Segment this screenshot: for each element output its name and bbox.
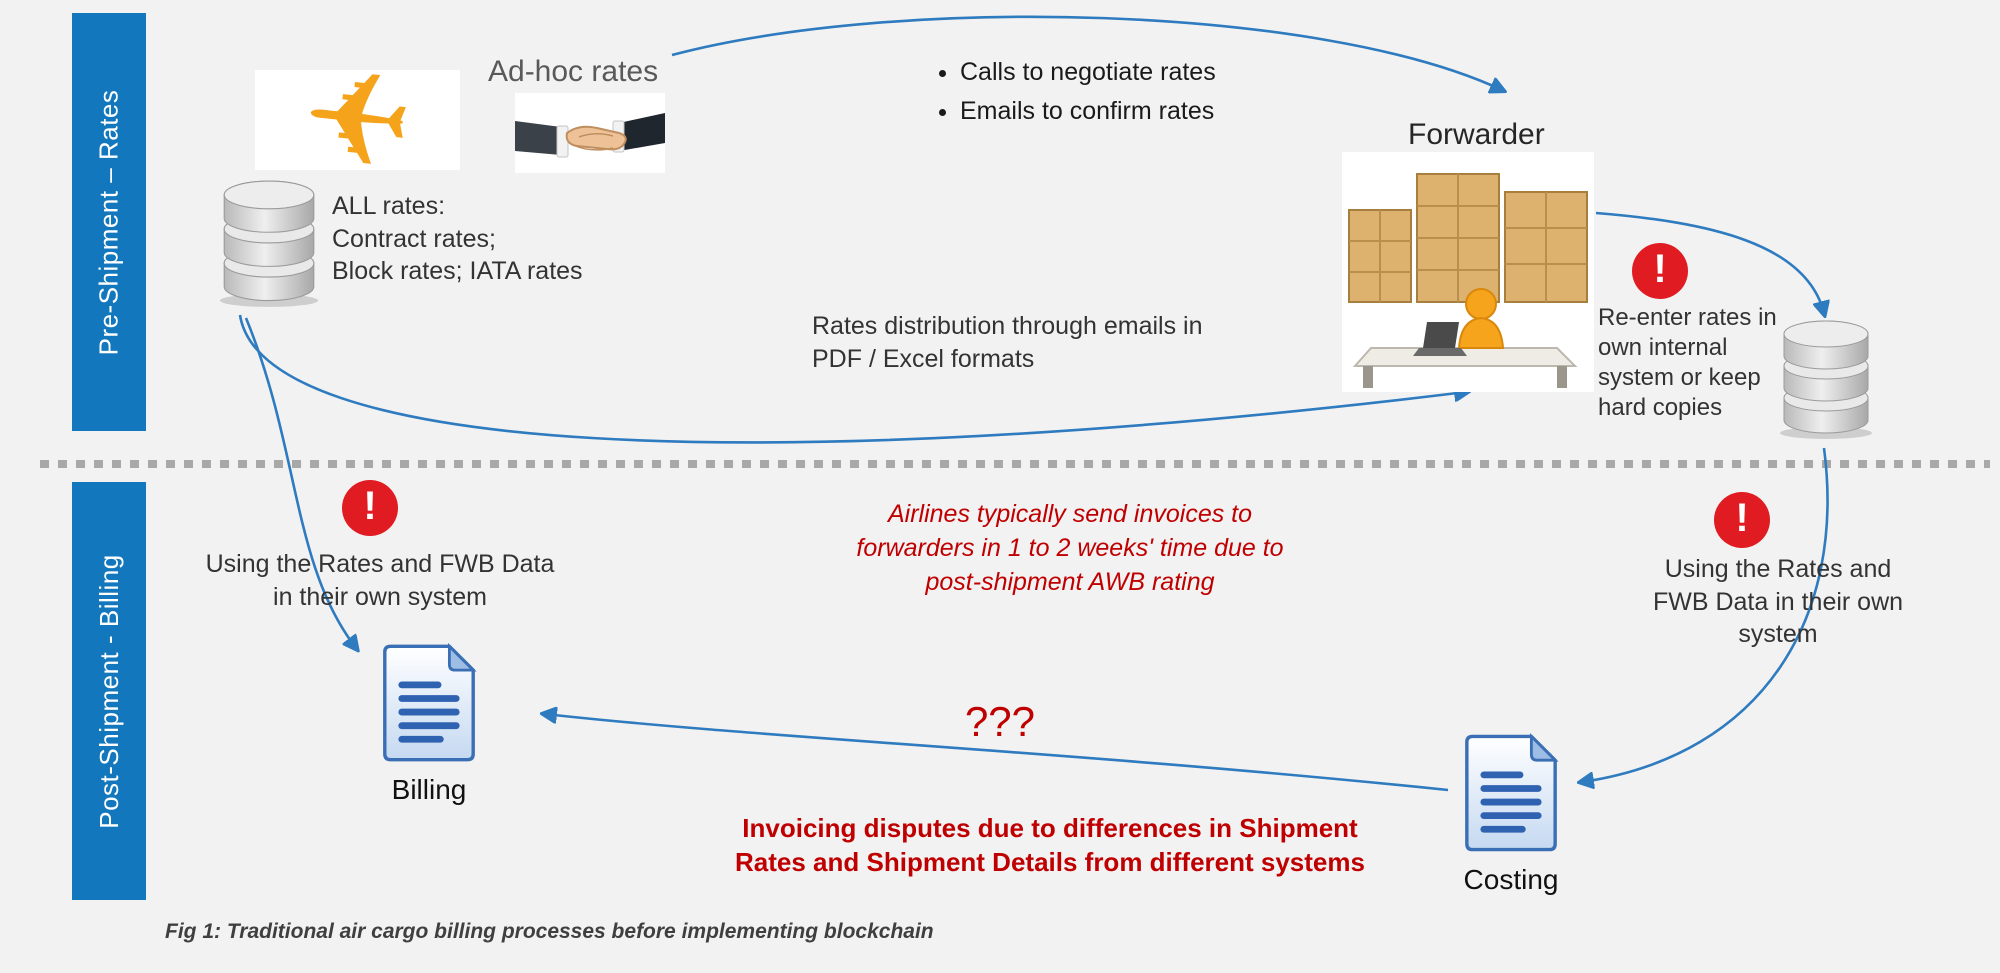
forwarder-database-icon	[1776, 320, 1876, 440]
forwarder-warehouse-icon	[1342, 152, 1594, 392]
invoicing-dispute-note: Invoicing disputes due to differences in…	[735, 813, 1365, 877]
alert-icon: !	[1714, 492, 1770, 548]
forwarder-own-system-note: Using the Rates and FWB Data in their ow…	[1652, 555, 1904, 648]
billing-document-icon	[378, 642, 480, 764]
all-rates-line: Contract rates;	[332, 224, 496, 253]
forwarder-label: Forwarder	[1408, 118, 1545, 151]
invoice-delay-note: Airlines typically send invoices to forw…	[856, 500, 1284, 596]
band-pre-shipment: Pre-Shipment – Rates	[72, 13, 146, 431]
arrow-forwarder-database-to-costing	[1582, 447, 1829, 782]
airplane-icon: ✈	[255, 42, 460, 198]
question-marks: ???	[964, 698, 1036, 745]
reenter-note: Re-enter rates in own internal system or…	[1598, 304, 1777, 421]
bullet-item: Calls to negotiate rates	[960, 58, 1216, 87]
band-post-shipment: Post-Shipment - Billing	[72, 482, 146, 900]
arrow-adhoc-to-forwarder	[671, 15, 1502, 90]
arrow-airline-database-to-billing	[244, 317, 356, 648]
distribution-note: Rates distribution through emails in PDF…	[812, 312, 1203, 373]
arrow-forwarder-to-database	[1595, 211, 1824, 313]
negotiation-bullets: Calls to negotiate rates Emails to confi…	[930, 58, 1216, 136]
all-rates-text: ALL rates: Contract rates; Block rates; …	[332, 190, 583, 288]
alert-glyph: !	[1735, 496, 1749, 540]
costing-document-icon	[1460, 732, 1562, 853]
section-divider	[40, 460, 1990, 468]
costing-label: Costing	[1463, 864, 1559, 895]
alert-glyph: !	[1653, 247, 1667, 291]
alert-icon: !	[342, 480, 398, 536]
all-rates-line: Block rates; IATA rates	[332, 257, 583, 285]
airline-database-icon	[215, 180, 323, 308]
arrow-costing-to-billing	[545, 714, 1449, 792]
arrow-rates-distribution-to-forwarder	[238, 314, 1466, 444]
airplane-glyph: ✈	[295, 41, 420, 199]
handshake-icon	[515, 92, 665, 174]
alert-icon: !	[1632, 243, 1688, 299]
alert-glyph: !	[363, 484, 377, 528]
bullet-item: Emails to confirm rates	[960, 97, 1216, 126]
airline-own-system-note: Using the Rates and FWB Data in their ow…	[205, 550, 555, 611]
adhoc-rates-label: Ad-hoc rates	[488, 55, 659, 88]
figure-caption: Fig 1: Traditional air cargo billing pro…	[165, 920, 934, 943]
all-rates-line: ALL rates:	[332, 192, 446, 220]
billing-label: Billing	[391, 774, 467, 805]
